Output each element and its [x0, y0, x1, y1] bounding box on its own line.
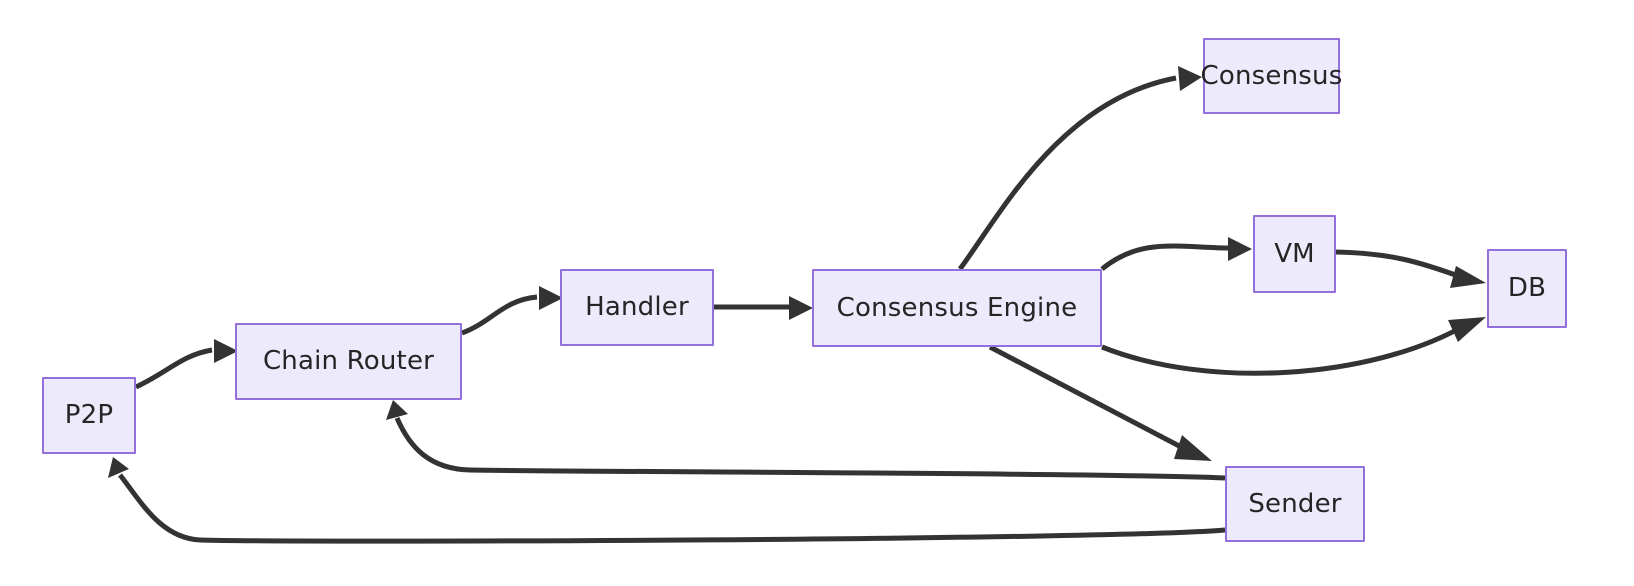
- node-chain-router-label: Chain Router: [262, 346, 435, 377]
- node-vm-label: VM: [1274, 238, 1315, 269]
- node-p2p-label: P2P: [64, 400, 114, 431]
- node-consensus-label: Consensus: [1200, 60, 1343, 91]
- node-sender-label: Sender: [1248, 488, 1342, 519]
- node-db-label: DB: [1507, 273, 1547, 304]
- node-consensus-engine[interactable]: Consensus Engine: [812, 269, 1102, 347]
- node-p2p[interactable]: P2P: [42, 377, 136, 454]
- node-db[interactable]: DB: [1487, 249, 1567, 328]
- node-vm[interactable]: VM: [1253, 215, 1336, 293]
- node-chain-router[interactable]: Chain Router: [235, 323, 462, 400]
- node-handler[interactable]: Handler: [560, 269, 714, 346]
- node-consensus-engine-label: Consensus Engine: [836, 292, 1078, 323]
- node-handler-label: Handler: [585, 292, 689, 323]
- node-consensus[interactable]: Consensus: [1200, 38, 1343, 114]
- node-sender[interactable]: Sender: [1225, 466, 1365, 542]
